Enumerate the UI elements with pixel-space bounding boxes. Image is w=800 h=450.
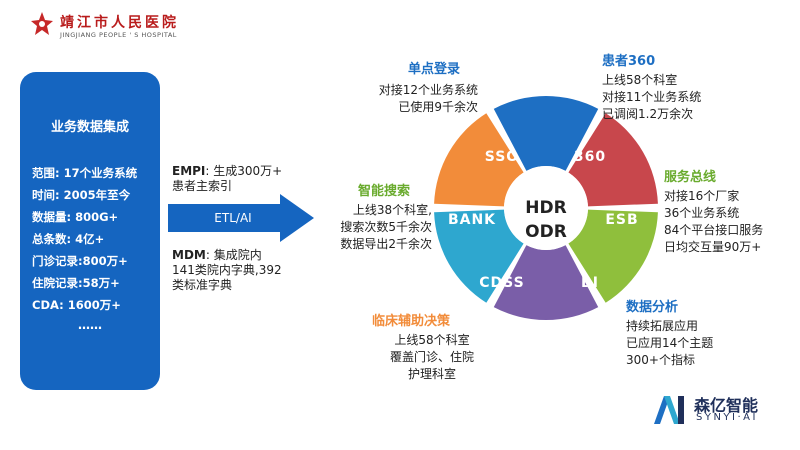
esb-title: 服务总线 [664,170,717,185]
segment-label-bi: BI [581,275,599,291]
esb-line: 84个平台接口服务 [664,223,764,237]
sso-line: 已使用9千余次 [398,100,478,114]
mdm-line1: : 集成院内 [205,248,262,262]
hdr-odr-ring [434,96,658,321]
esb-line: 日均交互量90万+ [664,240,762,254]
bi-line: 持续拓展应用 [626,319,699,333]
hospital-logo: 靖江市人民医院 JINGJIANG PEOPLE ' S HOSPITAL [28,10,228,44]
ring-segment-360 [568,113,658,207]
mdm-label: MDM [172,248,206,262]
patient360-line: 已调阅1.2万余次 [602,107,694,121]
segment-label-sso: SSO [484,149,520,165]
empi-label: EMPI [172,164,206,178]
empi-text: EMPI: 生成300万+ 患者主索引 [172,164,282,194]
patient360-title: 患者360 [602,54,656,69]
etl-arrow-icon [168,194,314,242]
empi-line2: 患者主索引 [172,179,233,193]
patient360-details: 上线58个科室 对接11个业务系统 已调阅1.2万余次 [602,72,701,123]
hospital-name-en: JINGJIANG PEOPLE ' S HOSPITAL [60,31,177,39]
search-details: 上线38个科室, 搜索次数5千余次 数据导出2千余次 [312,202,432,253]
mdm-line2: 141类院内字典,392 [172,263,282,277]
search-line: 上线38个科室, [352,203,432,217]
segment-label-360: 360 [573,149,607,165]
list-item: 总条数: 4亿+ [32,232,105,246]
patient360-line: 上线58个科室 [602,73,678,87]
ring-center-line2: ODR [525,222,567,242]
patient360-line: 对接11个业务系统 [602,90,702,104]
mdm-text: MDM: 集成院内 141类院内字典,392 类标准字典 [172,248,282,293]
esb-line: 对接16个厂家 [664,189,740,203]
list-item: CDA: 1600万+ [32,298,121,312]
cdss-line: 上线58个科室 [394,333,470,347]
mdm-line3: 类标准字典 [172,278,233,292]
sso-details: 对接12个业务系统 已使用9千余次 [379,82,478,116]
panel-stats-list: 范围: 17个业务系统 时间: 2005年至今 数据量: 800G+ 总条数: … [32,162,137,316]
list-item: 住院记录:58万+ [32,276,120,290]
brand-name-en: SYNYI·AI [696,412,758,423]
search-title: 智能搜索 [358,184,411,199]
segment-label-cdss: CDSS [479,275,525,291]
ring-center-line1: HDR [525,198,567,218]
cdss-line: 覆盖门诊、住院 [389,350,474,364]
bi-details: 持续拓展应用 已应用14个主题 300+个指标 [626,318,713,369]
ring-segment-cdss [434,209,524,303]
segment-label-bank: BANK [447,212,497,228]
data-integration-panel: 业务数据集成 范围: 17个业务系统 时间: 2005年至今 数据量: 800G… [20,72,160,390]
list-item: 时间: 2005年至今 [32,188,131,202]
search-line: 搜索次数5千余次 [340,220,432,234]
bi-line: 已应用14个主题 [626,336,714,350]
hospital-emblem-icon [31,12,53,35]
list-item: 门诊记录:800万+ [32,254,128,268]
sso-title: 单点登录 [408,62,461,77]
hospital-name-cn: 靖江市人民医院 [60,15,179,31]
ring-segment-bi [493,245,599,321]
esb-details: 对接16个厂家 36个业务系统 84个平台接口服务 日均交互量90万+ [664,188,763,256]
brand-name: 森亿智能 [694,396,759,415]
empi-line1: : 生成300万+ [205,164,283,178]
list-item: 数据量: 800G+ [32,210,119,224]
ring-segment-esb [568,209,658,303]
ring-segment-bank [434,113,524,207]
esb-line: 36个业务系统 [664,206,740,220]
bi-title: 数据分析 [626,300,679,315]
sso-line: 对接12个业务系统 [378,83,478,97]
segment-label-esb: ESB [605,212,639,228]
synyi-logo-icon [654,396,684,424]
list-item: 范围: 17个业务系统 [32,166,138,180]
search-line: 数据导出2千余次 [340,237,432,251]
etl-label: ETL/AI [214,211,252,225]
cdss-line: 护理科室 [407,367,456,381]
bi-line: 300+个指标 [626,353,695,367]
panel-more-ellipsis: …… [78,318,102,332]
cdss-title: 临床辅助决策 [372,314,451,329]
panel-title: 业务数据集成 [50,120,129,135]
brand-logo: 森亿智能 SYNYI·AI [652,392,782,432]
cdss-details: 上线58个科室 覆盖门诊、住院 护理科室 [380,332,484,383]
ring-segment-sso [493,96,599,171]
